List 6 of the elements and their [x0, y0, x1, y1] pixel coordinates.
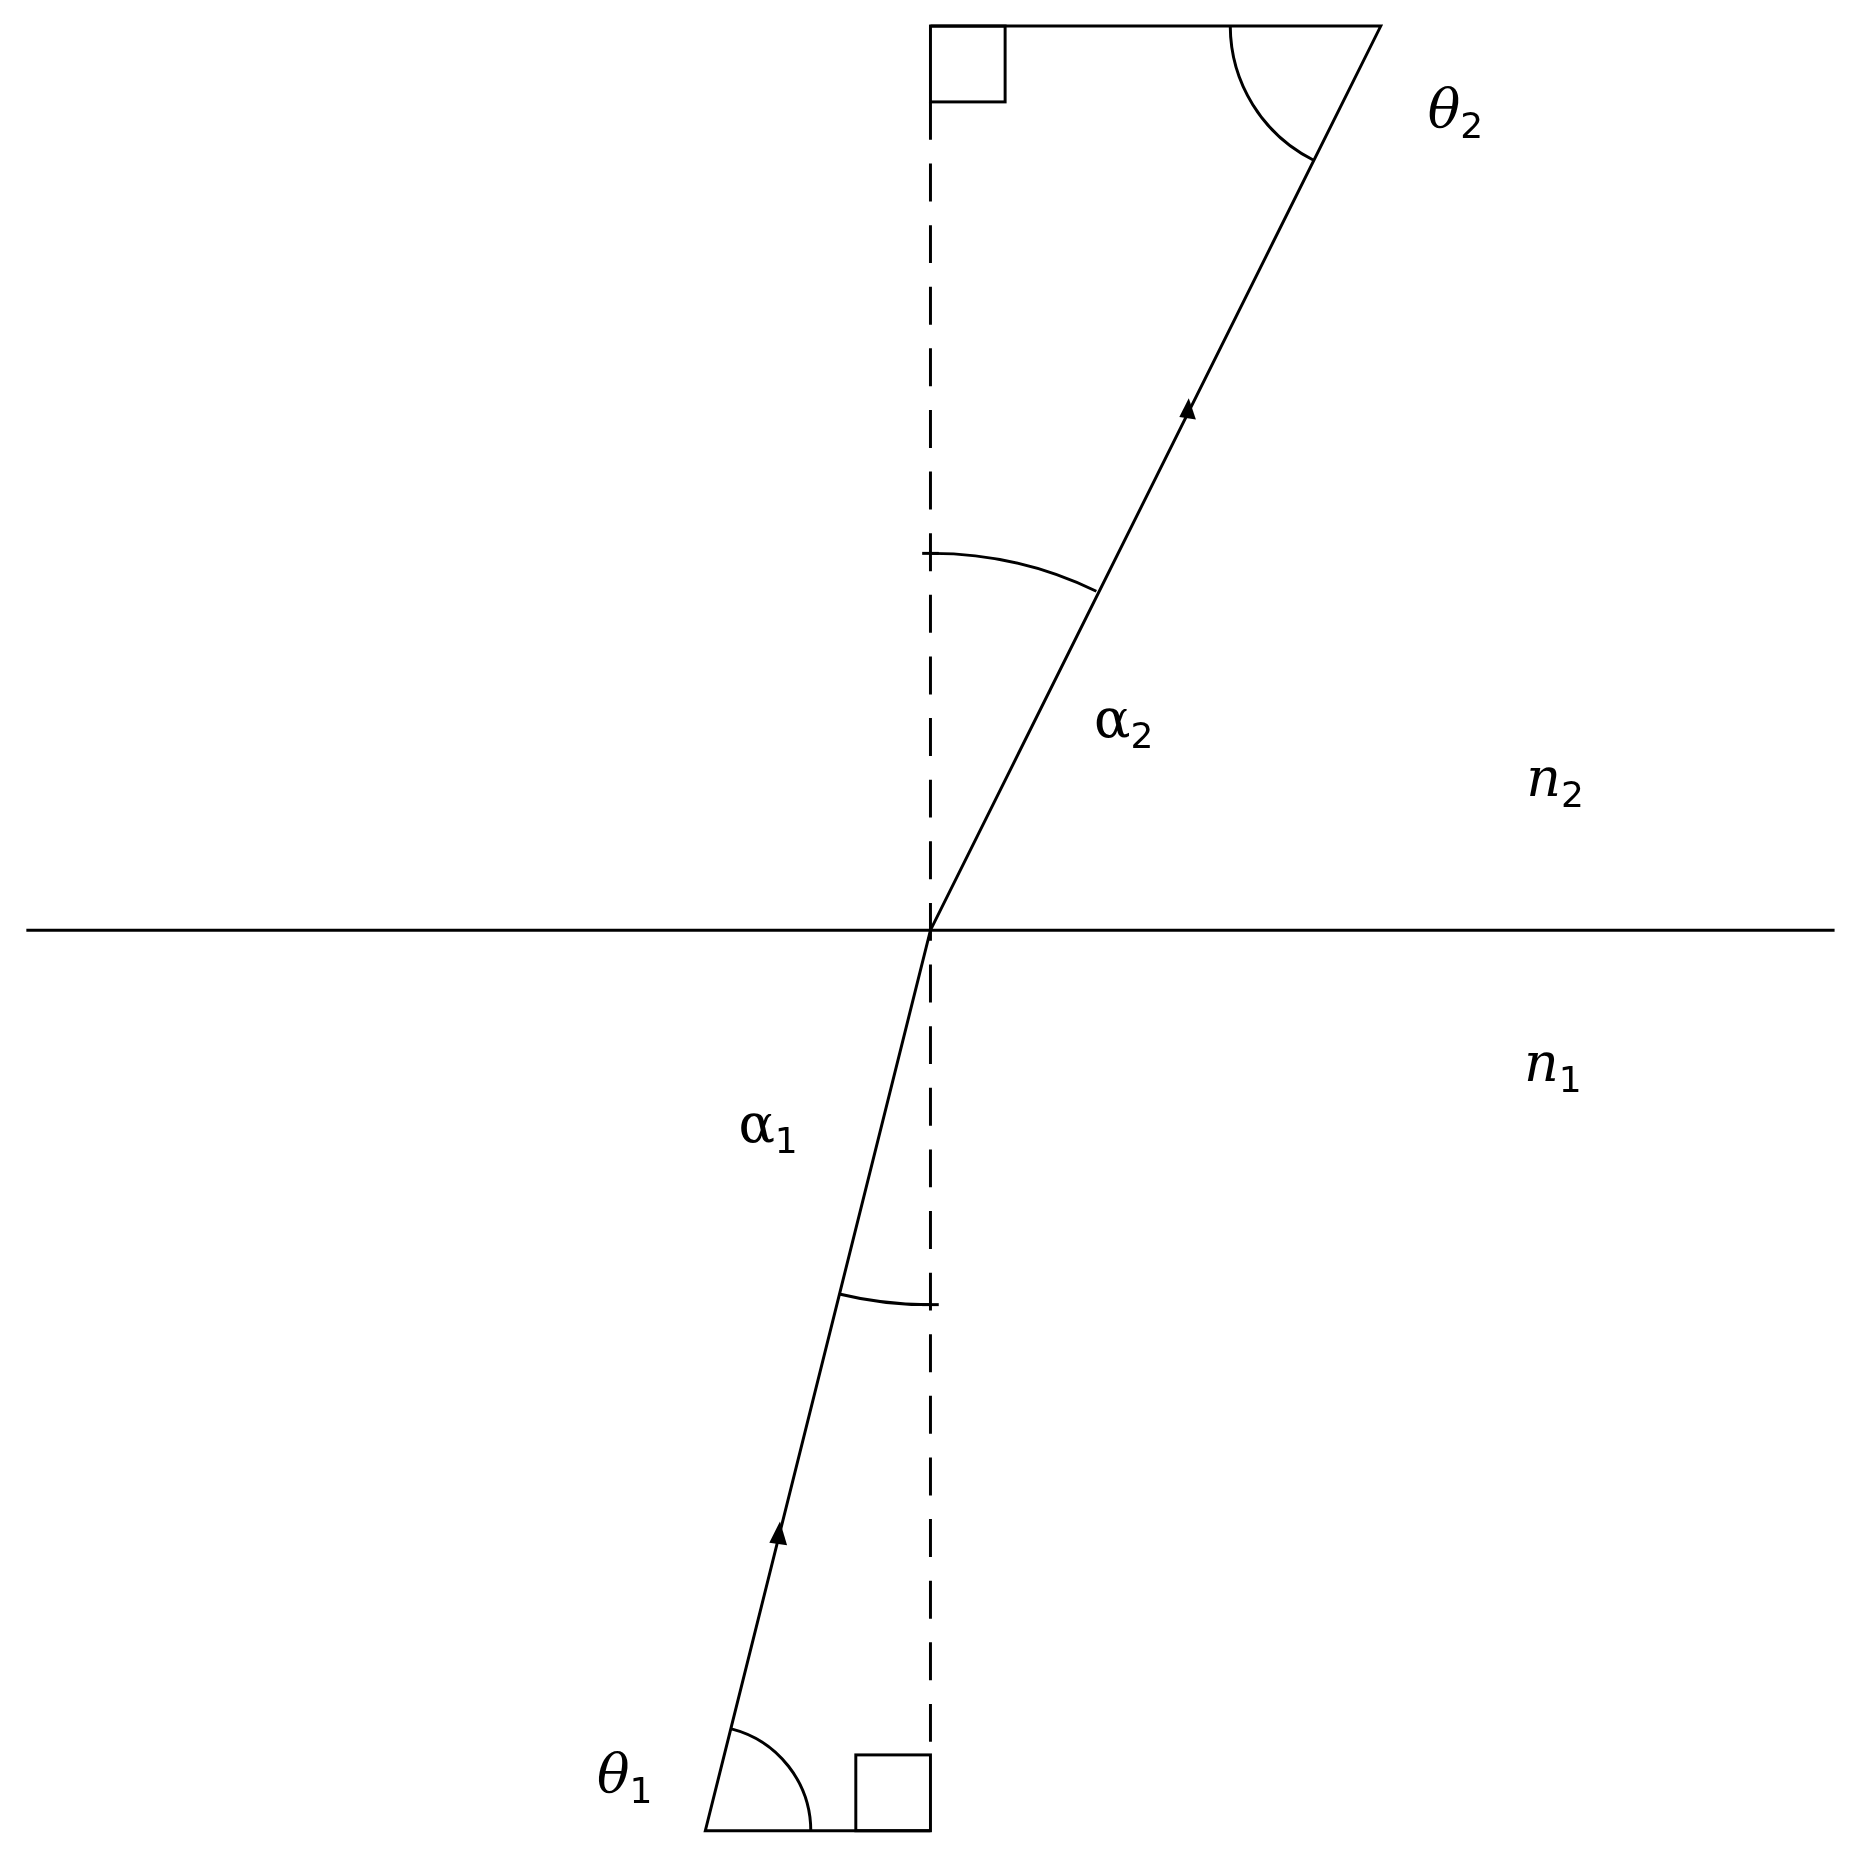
angle-label: α$_{1}$	[738, 1097, 798, 1160]
angle-label: α$_{2}$	[1093, 691, 1154, 755]
medium-label: n$_{2}$	[1526, 750, 1584, 814]
angle-label: θ$_{1}$	[596, 1746, 653, 1810]
medium-label: n$_{1}$	[1523, 1035, 1582, 1099]
angle-label: θ$_{2}$	[1427, 81, 1484, 144]
